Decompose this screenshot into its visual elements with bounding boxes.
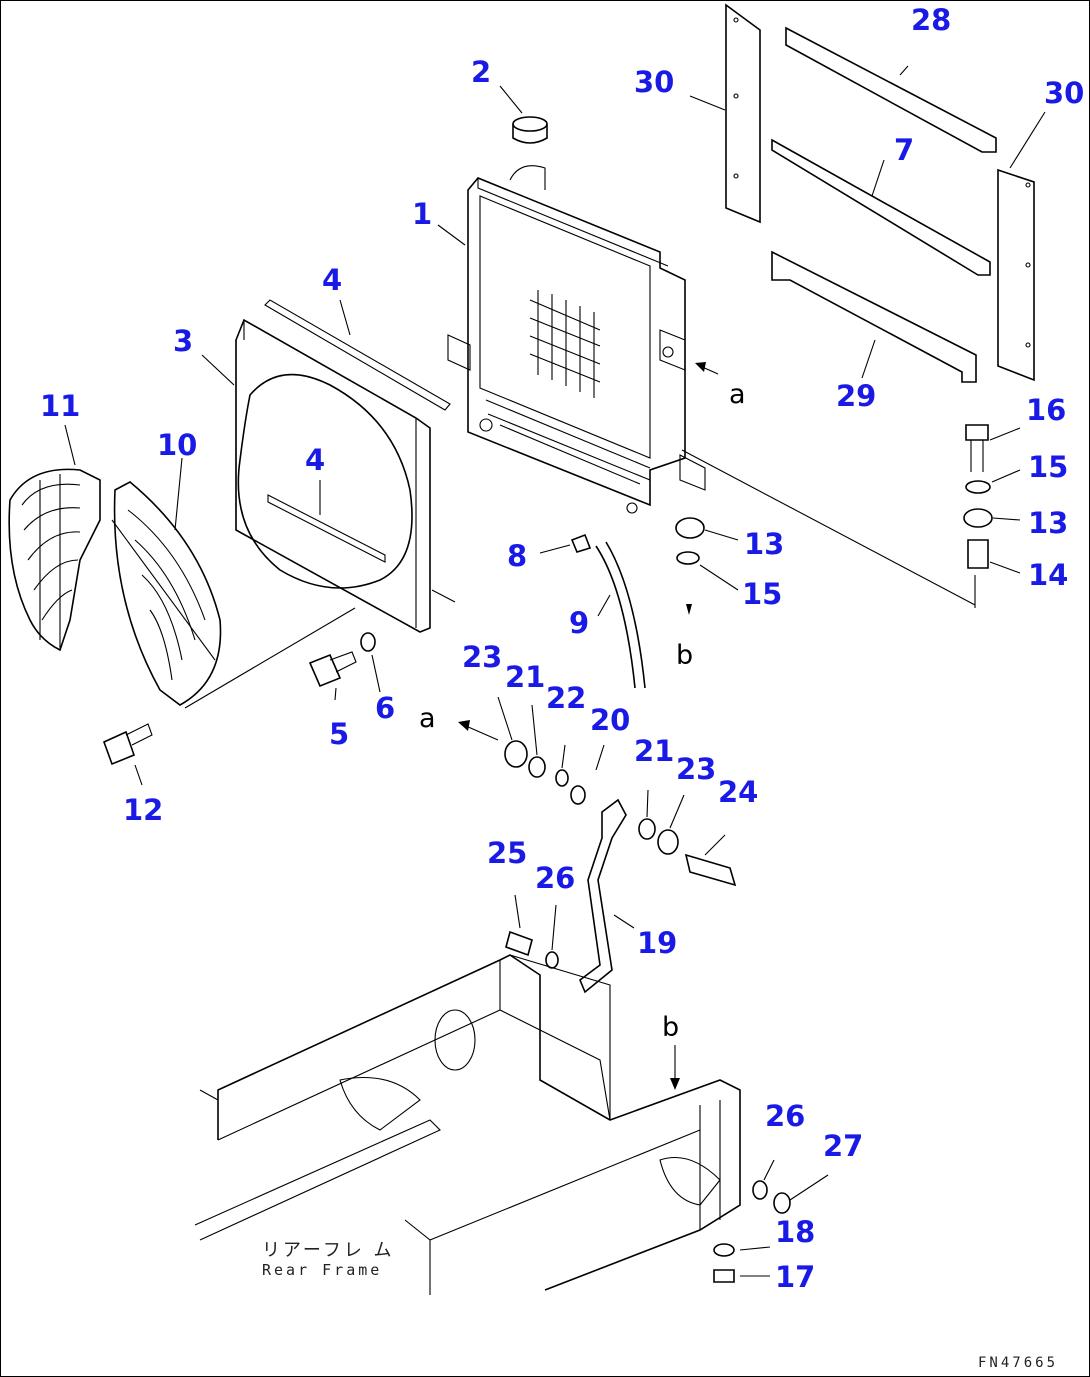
callout-22: 22 bbox=[546, 681, 587, 715]
rear-frame bbox=[194, 954, 741, 1295]
stay-bar bbox=[771, 138, 991, 276]
callout-23-left: 23 bbox=[462, 640, 503, 674]
view-arrows bbox=[458, 362, 719, 1090]
callout-19: 19 bbox=[637, 926, 678, 960]
radiator-assembly bbox=[447, 165, 706, 514]
washer-6 bbox=[360, 632, 376, 652]
top-bar bbox=[785, 26, 997, 153]
callout-21-right: 21 bbox=[634, 734, 675, 768]
callout-14: 14 bbox=[1028, 558, 1069, 592]
leader-lines bbox=[64, 65, 1046, 1277]
callout-7: 7 bbox=[894, 133, 915, 167]
callout-21-left: 21 bbox=[505, 660, 546, 694]
hose-and-clamp bbox=[570, 533, 646, 689]
callout-8: 8 bbox=[507, 539, 528, 573]
callout-4-middle: 4 bbox=[305, 443, 326, 477]
callout-2: 2 bbox=[471, 55, 492, 89]
callout-13-center: 13 bbox=[744, 527, 785, 561]
bolt-12 bbox=[102, 723, 153, 766]
callout-26-upper: 26 bbox=[535, 861, 576, 895]
callout-17: 17 bbox=[775, 1260, 816, 1294]
view-letter-b-upper: b bbox=[676, 640, 694, 671]
callout-5: 5 bbox=[329, 717, 350, 751]
callout-13-right: 13 bbox=[1028, 506, 1069, 540]
callout-30-left: 30 bbox=[634, 65, 675, 99]
callout-29: 29 bbox=[836, 379, 877, 413]
rear-frame-label-jp: リアーフレ ム bbox=[262, 1240, 395, 1261]
radiator-cap bbox=[512, 116, 548, 144]
callout-11: 11 bbox=[40, 389, 81, 423]
drawing-code: FN47665 bbox=[978, 1355, 1059, 1371]
callout-4-top: 4 bbox=[322, 263, 343, 297]
callout-3: 3 bbox=[173, 324, 194, 358]
callout-24: 24 bbox=[718, 775, 759, 809]
callout-18: 18 bbox=[775, 1215, 816, 1249]
bolt-5 bbox=[308, 651, 357, 688]
callout-15-right: 15 bbox=[1028, 450, 1069, 484]
callout-26-lower: 26 bbox=[765, 1099, 806, 1133]
view-letter-b-lower: b bbox=[662, 1012, 680, 1043]
side-plate-left bbox=[725, 3, 761, 224]
callout-9: 9 bbox=[569, 606, 590, 640]
callout-23-right: 23 bbox=[676, 752, 717, 786]
callout-6: 6 bbox=[375, 691, 396, 725]
callout-1: 1 bbox=[412, 197, 433, 231]
callout-20: 20 bbox=[590, 703, 631, 737]
rear-frame-label-en: Rear Frame bbox=[262, 1261, 383, 1279]
fan-guard-inner bbox=[111, 481, 222, 706]
mount-parts-center bbox=[675, 517, 705, 565]
bottom-bar bbox=[771, 250, 977, 383]
callout-10: 10 bbox=[157, 428, 198, 462]
view-letter-a-upper: a bbox=[729, 379, 746, 410]
callout-15-center: 15 bbox=[742, 577, 783, 611]
stay-hardware bbox=[504, 740, 791, 1283]
side-plate-right bbox=[997, 168, 1035, 382]
fan-shroud bbox=[235, 299, 456, 633]
view-letter-a-lower: a bbox=[419, 703, 436, 734]
callout-12: 12 bbox=[123, 793, 164, 827]
callout-27: 27 bbox=[823, 1129, 864, 1163]
mount-parts-right bbox=[963, 424, 993, 608]
fan-guard-outer bbox=[8, 468, 101, 652]
callout-28: 28 bbox=[911, 3, 952, 37]
callout-25: 25 bbox=[487, 836, 528, 870]
callout-30-right: 30 bbox=[1044, 76, 1085, 110]
callout-16: 16 bbox=[1026, 393, 1067, 427]
